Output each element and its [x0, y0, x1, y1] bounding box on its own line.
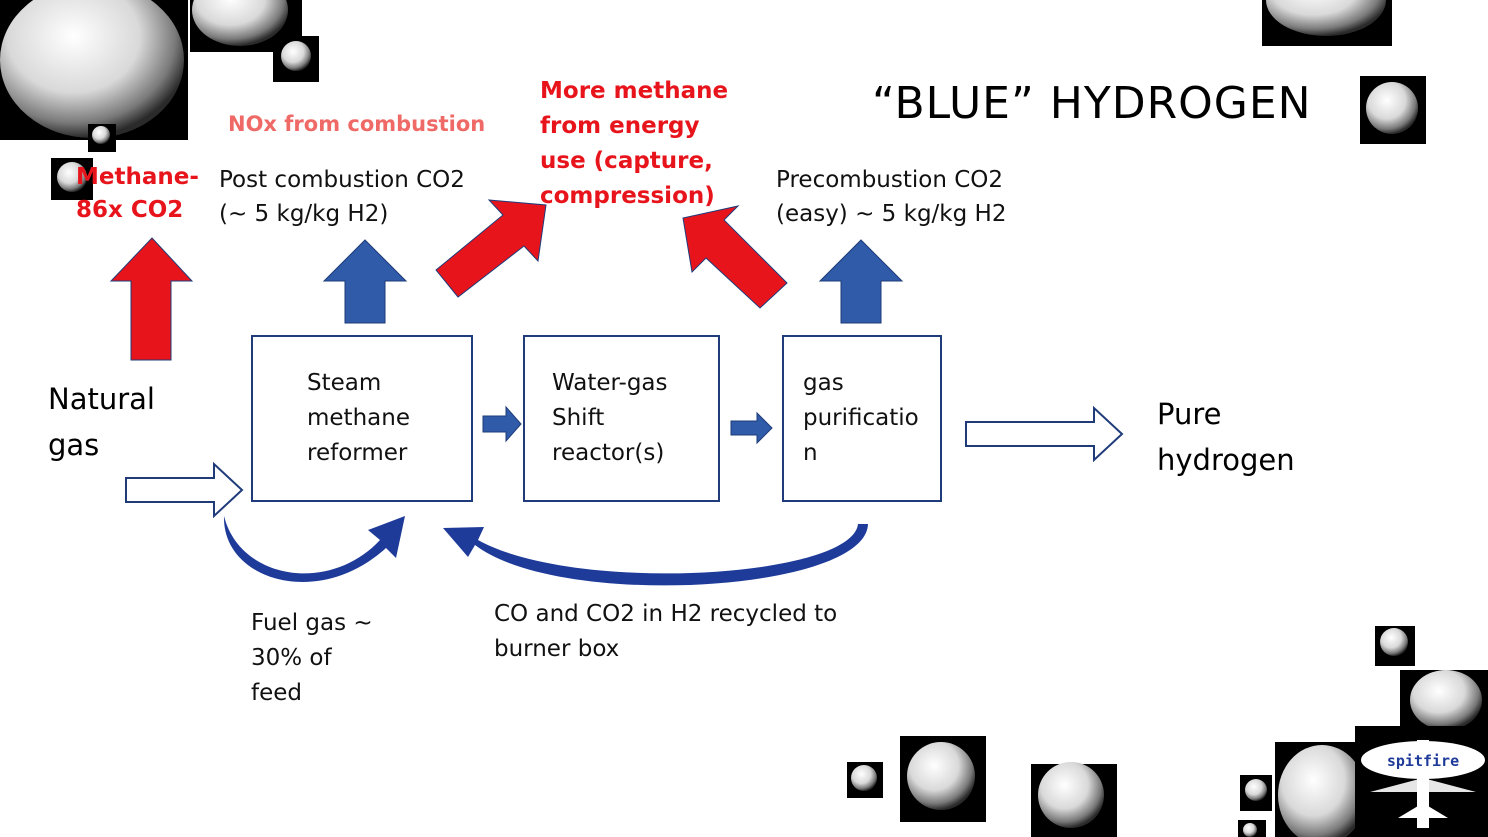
energy-methane-left-arrow: [435, 199, 547, 298]
nox-label: NOx from combustion: [228, 112, 486, 136]
droplet-decor-top-left: [0, 0, 319, 200]
droplet-decor-top-right: [1262, 0, 1426, 144]
pure-hydrogen-label: Pure hydrogen: [1157, 397, 1295, 477]
post-combustion-co2-arrow: [322, 239, 408, 324]
fuel-gas-label: Fuel gas ~ 30% of feed: [251, 610, 373, 706]
slide-title: “BLUE” HYDROGEN: [872, 78, 1312, 129]
hydrogen-outlet-arrow: [965, 405, 1124, 463]
natural-gas-inlet-arrow: [125, 461, 244, 519]
more-methane-label: More methane from energy use (capture, c…: [540, 78, 729, 209]
droplet-decor-bottom: [847, 626, 1488, 837]
precombustion-co2-arrow: [818, 239, 904, 324]
purification-box: [782, 335, 942, 502]
natural-gas-label: Natural gas: [48, 382, 155, 462]
post-combustion-label: Post combustion CO2 (~ 5 kg/kg H2): [219, 167, 465, 227]
reformer-to-shift-arrow: [482, 405, 522, 443]
spitfire-logo: spitfire: [1355, 726, 1488, 837]
fuel-gas-curved-arrow: [223, 516, 405, 583]
methane-label: Methane- 86x CO2: [76, 164, 199, 223]
recycle-curved-arrow: [443, 524, 868, 586]
shift-to-purification-arrow: [730, 411, 773, 445]
recycle-label: CO and CO2 in H2 recycled to burner box: [494, 601, 838, 662]
purification-box-label: gas purificatio n: [803, 370, 919, 466]
reformer-box: [251, 335, 473, 502]
energy-methane-right-arrow: [682, 205, 788, 309]
reformer-box-label: Steam methane reformer: [307, 370, 410, 466]
methane-leak-arrow: [109, 237, 194, 361]
spitfire-logo-text: spitfire: [1387, 752, 1459, 770]
precombustion-label: Precombustion CO2 (easy) ~ 5 kg/kg H2: [776, 167, 1007, 227]
shift-reactor-box: [523, 335, 720, 502]
shift-reactor-box-label: Water-gas Shift reactor(s): [552, 370, 668, 466]
